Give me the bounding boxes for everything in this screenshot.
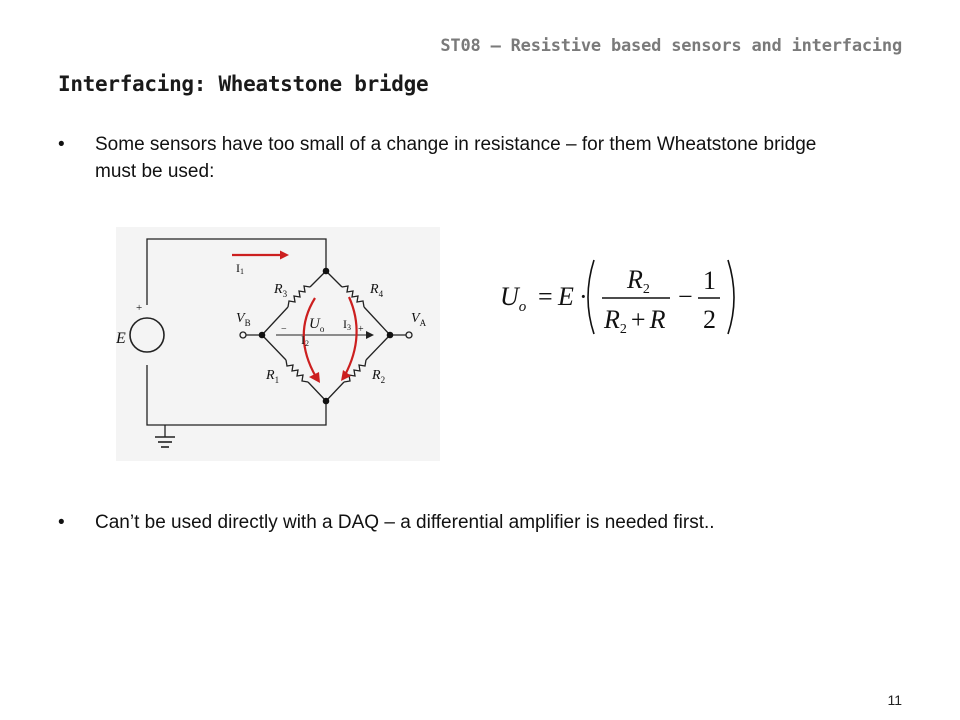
formula-denominator: R2+R: [603, 305, 666, 336]
label-vb: VB: [236, 311, 251, 328]
bullet-marker: •: [58, 512, 65, 533]
wheatstone-circuit-diagram: E VB VA R3 R4 R1 R2 Uo + + − I1 I2 I3: [116, 227, 440, 461]
label-i1: I1: [236, 261, 244, 276]
node-top: [322, 267, 330, 275]
bullet-item: • Can’t be used directly with a DAQ – a …: [58, 509, 848, 536]
formula-lhs: Uo: [500, 282, 527, 315]
slide-title: Interfacing: Wheatstone bridge: [58, 72, 429, 96]
source-plus: +: [136, 302, 142, 314]
label-i3: I3: [343, 317, 351, 332]
formula-two: 2: [703, 305, 716, 334]
wire-r4-b: [363, 306, 391, 336]
label-r3: R3: [273, 282, 288, 299]
current-i2-arrow: [302, 297, 317, 378]
bullet-text: Can’t be used directly with a DAQ – a di…: [95, 512, 715, 533]
wire-r1-b: [307, 381, 327, 402]
label-e: E: [116, 330, 126, 347]
node-right: [386, 331, 394, 339]
label-r1: R1: [265, 368, 279, 385]
current-i3-head: [341, 370, 351, 381]
current-i1-head: [280, 250, 289, 260]
resistor-r4: [341, 285, 365, 308]
formula-minus: −: [678, 282, 693, 311]
current-i3-arrow: [344, 296, 358, 376]
bullet-marker: •: [58, 134, 65, 155]
formula-e: E: [557, 282, 574, 311]
bullet-text: Some sensors have too small of a change …: [95, 134, 817, 182]
label-i2: I2: [301, 333, 309, 348]
formula-left-paren: [587, 259, 595, 335]
formula-dot: ·: [579, 282, 588, 311]
bridge-minus: −: [281, 324, 287, 335]
formula-equals: =: [538, 282, 553, 311]
label-r2: R2: [371, 368, 385, 385]
wire-r3-b: [261, 306, 289, 336]
wire-top: [146, 238, 327, 305]
resistor-r2: [343, 359, 367, 383]
wire-r3-a: [309, 270, 327, 288]
voltage-source: [129, 317, 165, 353]
wire-r1-a: [261, 334, 287, 361]
slide-number: 11: [887, 692, 902, 708]
wire-r2-b: [325, 381, 345, 402]
formula-right-paren: [727, 259, 735, 335]
wire-r4-a: [325, 270, 343, 288]
terminal-va: [405, 331, 413, 339]
diagram-background: [116, 227, 440, 461]
label-va: VA: [411, 311, 427, 328]
wire-r2-a: [365, 334, 391, 361]
formula-one: 1: [703, 266, 716, 295]
node-bottom: [322, 397, 330, 405]
bridge-plus: +: [358, 324, 364, 335]
resistor-r3: [287, 285, 311, 308]
node-left: [258, 331, 266, 339]
current-i2-head: [309, 372, 320, 383]
label-r4: R4: [369, 282, 384, 299]
bullet-item: • Some sensors have too small of a chang…: [58, 131, 848, 185]
resistor-r1: [285, 359, 309, 383]
terminal-vb: [239, 331, 247, 339]
label-uo: Uo: [309, 316, 325, 334]
wire-bottom: [146, 365, 327, 426]
formula-numerator: R2: [626, 265, 650, 297]
bridge-output-formula: Uo = E · R2 R2+R − 1 2: [500, 259, 735, 336]
course-title: ST08 – Resistive based sensors and inter…: [440, 36, 902, 56]
uo-arrow-head: [366, 331, 374, 339]
